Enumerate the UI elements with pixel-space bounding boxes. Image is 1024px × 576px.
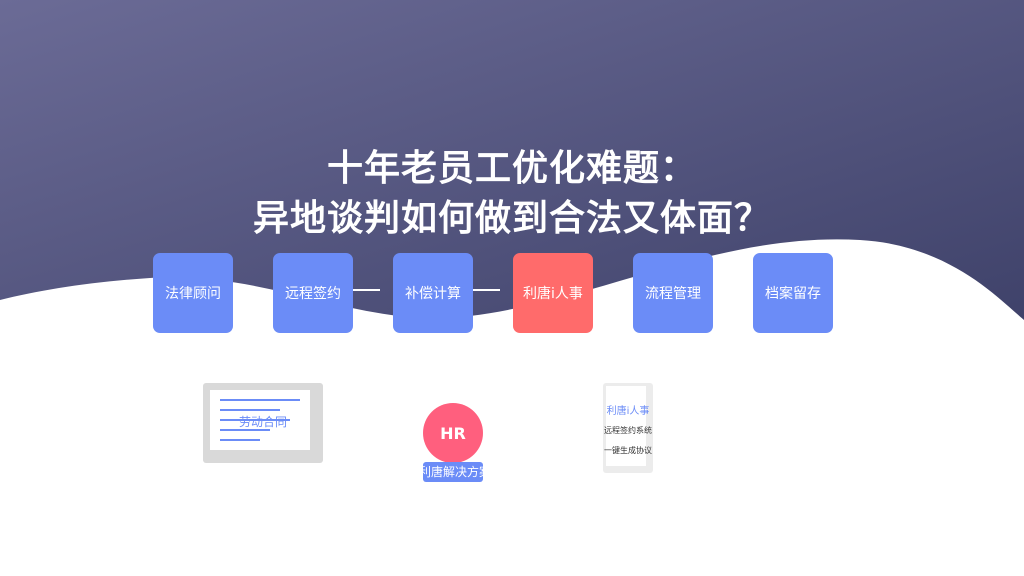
document-sheet	[210, 390, 310, 450]
step-archive[interactable]: 档案留存	[753, 253, 833, 333]
connector-2	[351, 289, 380, 291]
document-line	[220, 439, 260, 441]
document-line	[220, 399, 300, 401]
phone-line-1: 远程签约系统	[604, 426, 652, 435]
phone-screen: 利唐i人事 远程签约系统 一键生成协议	[604, 386, 652, 466]
title-line-2: 异地谈判如何做到合法又体面？	[252, 198, 771, 239]
page-title: 十年老员工优化难题： 异地谈判如何做到合法又体面？	[0, 144, 1024, 244]
step-compensation-calc[interactable]: 补偿计算	[393, 253, 473, 333]
title-line-1: 十年老员工优化难题：	[326, 148, 697, 189]
document-line	[220, 429, 270, 431]
phone-illustration: 利唐i人事 远程签约系统 一键生成协议	[603, 383, 653, 473]
connector-3	[471, 289, 500, 291]
contract-document-illustration: 劳动合同	[203, 383, 323, 463]
connector-5	[711, 289, 721, 291]
hr-badge: HR	[423, 403, 483, 463]
step-process-management[interactable]: 流程管理	[633, 253, 713, 333]
document-label: 劳动合同	[238, 415, 287, 429]
step-remote-signing[interactable]: 远程签约	[273, 253, 353, 333]
step-legal-advisor[interactable]: 法律顾问	[153, 253, 233, 333]
phone-brand: 利唐i人事	[606, 406, 650, 417]
hr-caption: 利唐解决方案	[423, 465, 483, 479]
connector-4	[591, 289, 620, 291]
document-line	[220, 419, 290, 421]
step-litang-hr[interactable]: 利唐i人事	[513, 253, 593, 333]
connector-1	[231, 289, 241, 291]
hr-caption-bar: 利唐解决方案	[423, 462, 483, 482]
document-line	[220, 409, 280, 411]
phone-line-2: 一键生成协议	[604, 446, 652, 455]
